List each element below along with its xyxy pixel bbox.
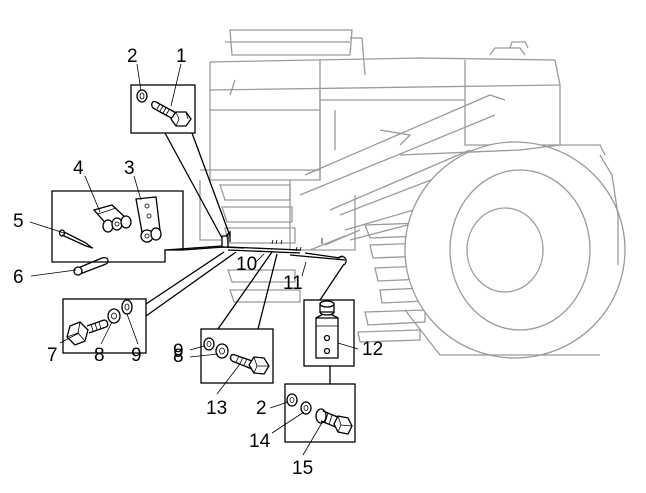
callout-1: 1 [176,46,187,67]
inset-box-pin-12 [303,299,355,367]
callout-8: 8 [173,346,184,367]
callout-10: 10 [236,254,257,275]
callout-13: 13 [206,398,227,419]
leader-lines [145,132,345,384]
inset-box-bolt-middle [200,328,274,384]
callout-8-left: 8 [94,345,105,366]
callout-7: 7 [47,345,58,366]
inset-box-bolt-left [62,298,147,354]
callout-11: 11 [283,273,303,294]
callout-4: 4 [73,158,84,179]
callout-15: 15 [292,458,313,479]
inset-box-bolt-bottom [284,383,356,443]
callout-12: 12 [362,339,383,360]
callout-2-bottom: 2 [256,398,267,419]
callout-3: 3 [124,158,135,179]
inset-box-bolt-top [130,84,196,134]
callout-14: 14 [249,431,271,452]
callout-9-left: 9 [131,345,142,366]
bracket-assembly-on-machine [221,230,347,266]
harvester-outline [199,29,626,359]
callout-pointers [29,63,359,456]
callout-2: 2 [127,46,138,67]
callout-labels: 1 2 3 4 5 6 7 8 9 9 8 10 11 12 13 2 14 1… [13,46,383,479]
inset-box-hinge [51,190,184,276]
callout-6: 6 [13,267,24,288]
callout-9: 9 [173,341,184,362]
callout-5: 5 [13,211,24,232]
